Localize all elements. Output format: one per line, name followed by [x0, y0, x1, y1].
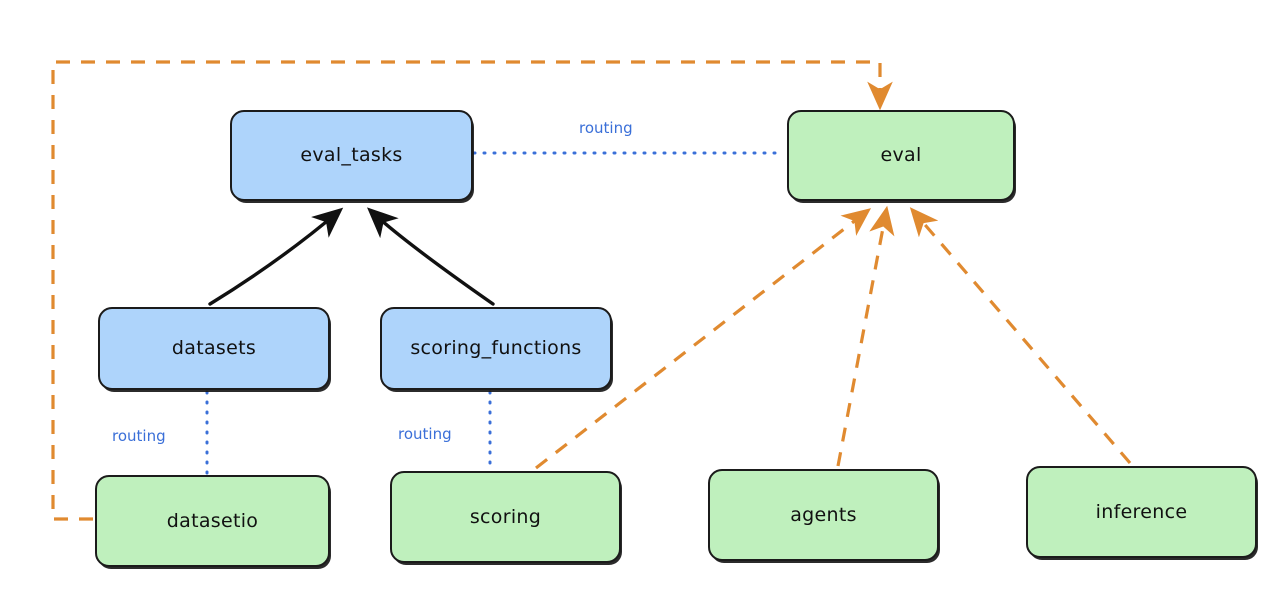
edge-label-routing-datasets-datasetio: routing [112, 427, 166, 445]
node-label-eval: eval [880, 144, 922, 166]
node-scoring-functions[interactable]: scoring_functions [380, 307, 612, 390]
node-label-eval-tasks: eval_tasks [300, 144, 403, 166]
node-eval-tasks[interactable]: eval_tasks [230, 110, 473, 201]
node-label-datasetio: datasetio [166, 509, 259, 532]
node-label-inference: inference [1095, 500, 1188, 523]
node-agents[interactable]: agents [708, 469, 939, 561]
node-label-scoring: scoring [469, 505, 542, 528]
edge-agents-to-eval [836, 205, 895, 467]
edge-inference-to-eval [909, 207, 1132, 465]
node-eval[interactable]: eval [787, 110, 1015, 201]
node-label-agents: agents [790, 503, 857, 526]
node-inference[interactable]: inference [1026, 466, 1257, 558]
edge-label-routing-scoring-functions-scoring: routing [398, 425, 452, 443]
node-datasets[interactable]: datasets [98, 307, 330, 390]
edge-scoring_functions-to-eval_tasks [367, 207, 495, 306]
edge-label-routing-eval-tasks-eval: routing [579, 119, 633, 137]
node-datasetio[interactable]: datasetio [95, 475, 330, 567]
node-label-datasets: datasets [171, 337, 257, 359]
edge-datasets-to-eval_tasks [208, 207, 344, 306]
node-label-scoring-functions: scoring_functions [410, 337, 582, 359]
node-scoring[interactable]: scoring [390, 471, 621, 563]
